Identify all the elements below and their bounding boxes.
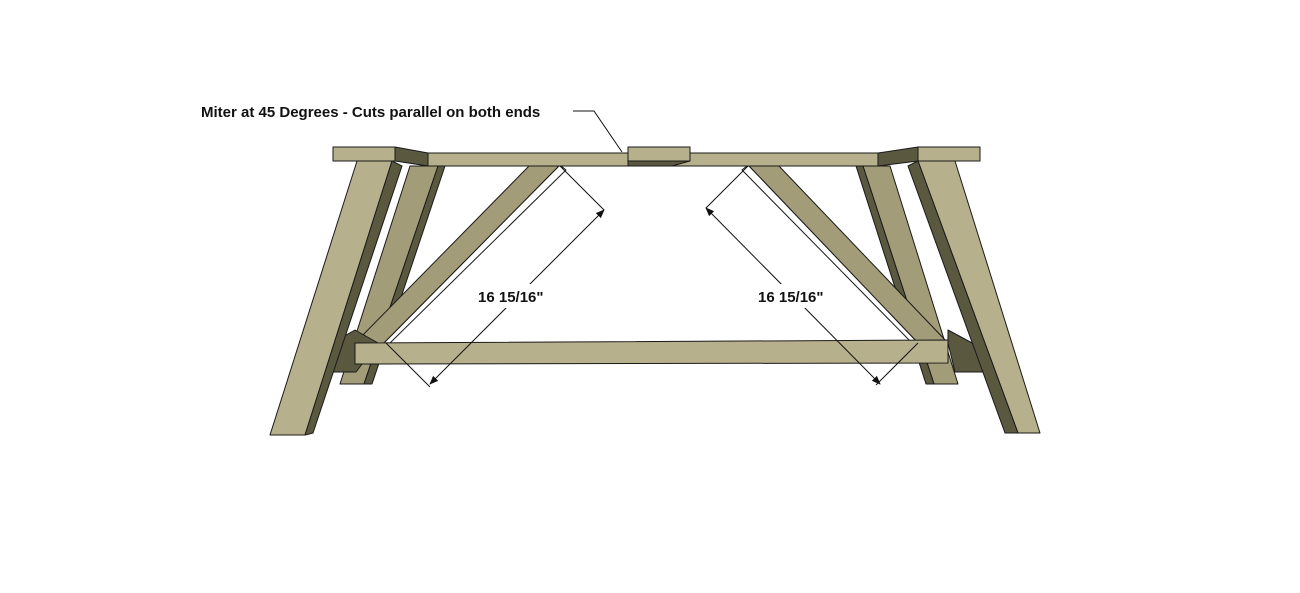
front-leg-right xyxy=(917,160,1041,434)
center-block-underside xyxy=(627,160,691,167)
front-leg-right-side xyxy=(907,160,1019,434)
top-cap-left xyxy=(332,146,396,162)
dimension-label-right: 16 15/16" xyxy=(758,289,824,306)
annotation-label: Miter at 45 Degrees - Cuts parallel on b… xyxy=(201,104,540,121)
top-cap-right xyxy=(917,146,981,162)
annotation-leader xyxy=(573,110,623,153)
dimension-label-left: 16 15/16" xyxy=(478,289,544,306)
center-block xyxy=(627,146,691,162)
table-frame xyxy=(269,146,1041,436)
top-cap-left-side xyxy=(394,146,429,167)
bottom-stretcher xyxy=(354,339,949,365)
top-cap-right-side xyxy=(877,146,919,167)
front-leg-left-side xyxy=(304,160,403,436)
